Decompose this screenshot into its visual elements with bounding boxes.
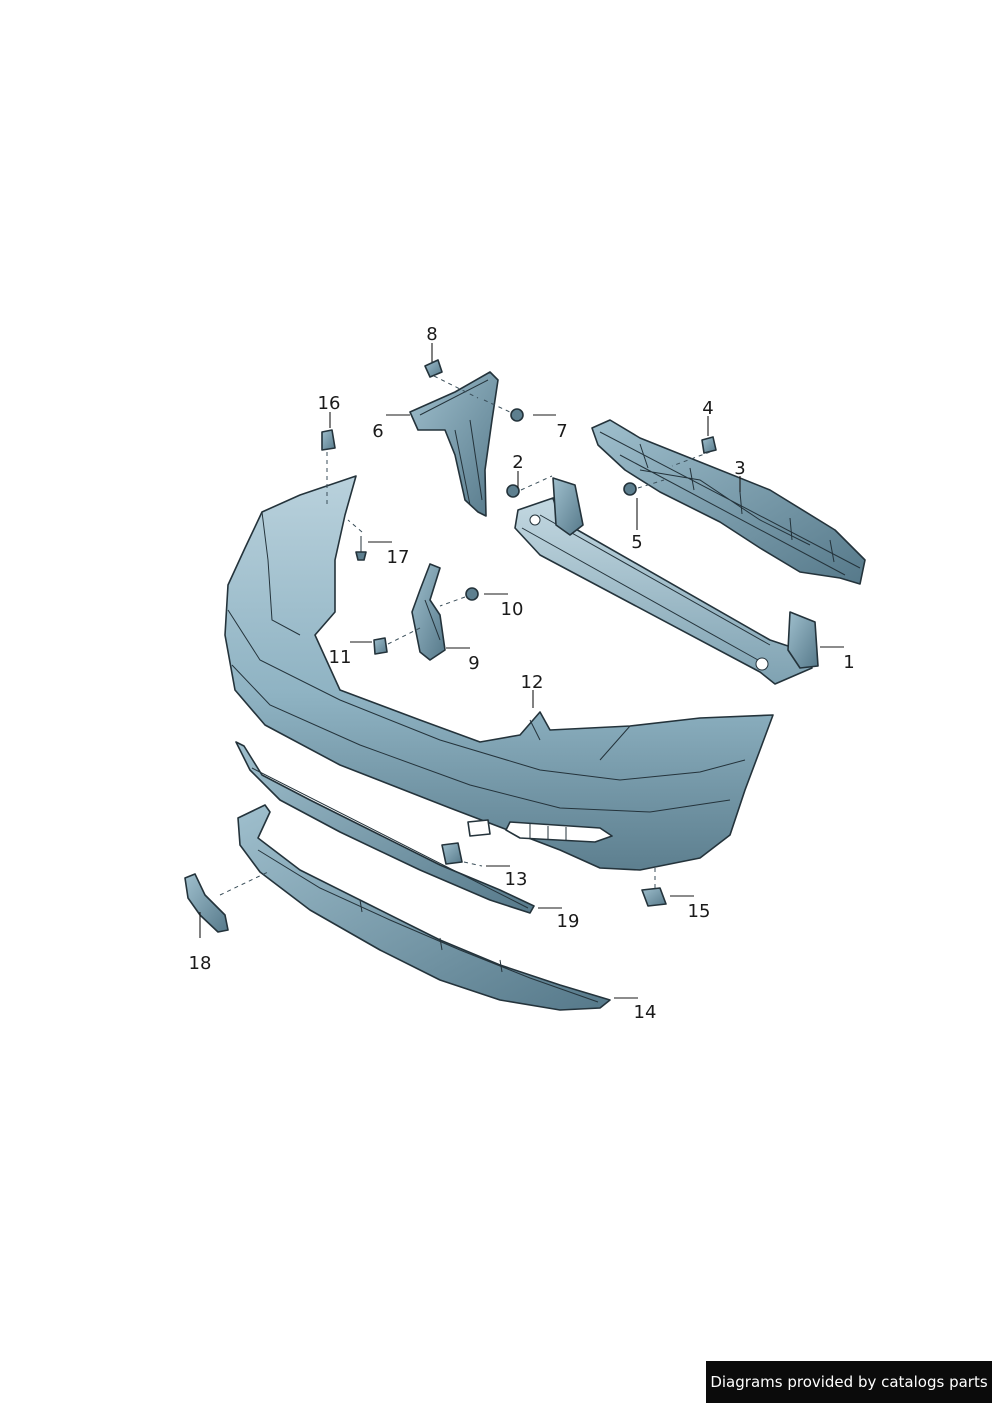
callout-12: 12 [521,672,544,693]
callouts: 8 7 6 16 4 3 2 5 17 10 1 11 9 12 13 15 1… [189,324,855,1023]
callout-4: 4 [702,398,713,419]
hardware-parts [321,359,717,907]
callout-18: 18 [189,953,212,974]
callout-9: 9 [468,653,479,674]
callout-1: 1 [843,652,854,673]
side-guide [411,563,446,661]
callout-19: 19 [557,911,580,932]
credit-banner: Diagrams provided by catalogs parts [706,1361,992,1403]
trim-strip [235,741,535,914]
callout-13: 13 [505,869,528,890]
callout-15: 15 [688,901,711,922]
callout-17: 17 [387,547,410,568]
callout-3: 3 [734,458,745,479]
side-bracket-left [409,371,499,517]
assembly-lines [219,375,711,896]
callout-7: 7 [556,421,567,442]
impact-beam [514,477,819,685]
callout-14: 14 [634,1002,657,1023]
bumper-cover [224,475,774,871]
leader-lines [199,343,844,999]
callout-2: 2 [512,452,523,473]
diffuser [237,804,611,1011]
callout-11: 11 [329,647,352,668]
mounting-rail [591,419,866,585]
callout-6: 6 [372,421,383,442]
callout-10: 10 [501,599,524,620]
callout-5: 5 [631,532,642,553]
callout-8: 8 [426,324,437,345]
callout-16: 16 [318,393,341,414]
side-trim [184,873,229,933]
